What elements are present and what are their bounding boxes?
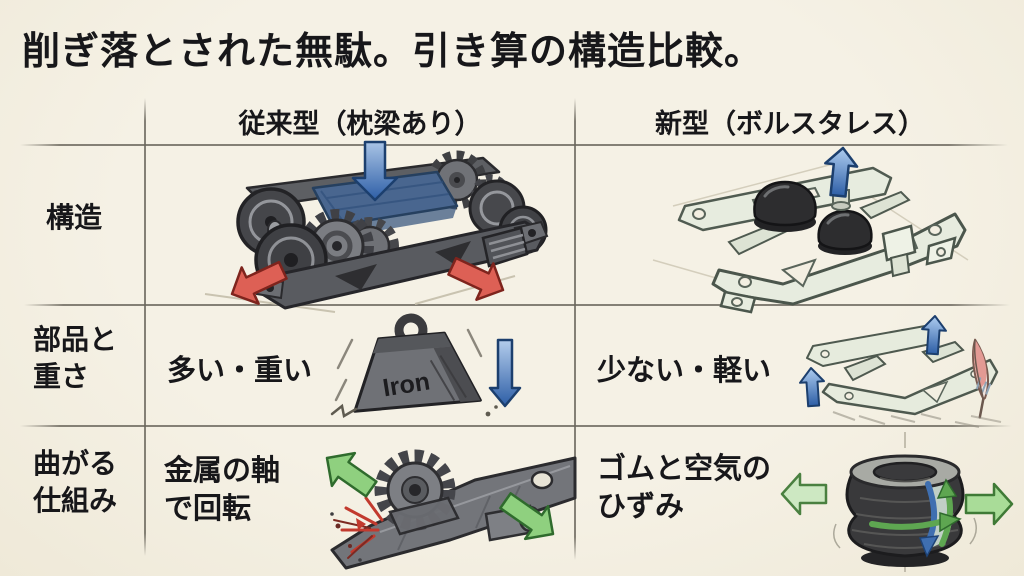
- cell-bend-new: ゴムと空気の ひずみ: [597, 453, 772, 524]
- iron-weight-illustration: Iron: [330, 313, 522, 418]
- green-arrow-right-icon: [964, 482, 1014, 526]
- cell-parts-new: 少ない・軽い: [597, 355, 772, 387]
- table-mid-rule-1: [24, 304, 1010, 306]
- sketch-strokes: [833, 517, 977, 549]
- green-cross-arrow: [869, 518, 947, 530]
- table-mid-rule-2: [20, 425, 1012, 427]
- feather-icon: [972, 338, 992, 419]
- row-label-structure: 構造: [46, 202, 103, 233]
- impact-mark: [330, 403, 358, 418]
- debris-dot: [494, 405, 498, 409]
- row-label-parts-weight: 部品と 重さ: [33, 324, 118, 392]
- red-arrow-out-right-icon: [447, 256, 505, 301]
- deformation-arrows: [869, 478, 962, 558]
- green-arrow-left-icon: [780, 472, 828, 516]
- rubber-air-spring-illustration: [780, 432, 1014, 572]
- cell-bend-conventional: 金属の軸 で回転: [164, 455, 281, 526]
- bolsterless-bogie-illustration: [652, 146, 969, 314]
- row-label-turning-mechanism: 曲がる 仕組み: [33, 448, 118, 516]
- table-top-rule: [20, 144, 1008, 146]
- down-arrow-icon: [351, 140, 399, 202]
- metal-axle-gear-illustration: [325, 449, 577, 570]
- cross-connector-right: [859, 190, 911, 220]
- weight-body: Iron: [353, 313, 482, 413]
- rubber-spring-rear: [753, 180, 817, 232]
- rubber-bushing-body: [845, 454, 965, 567]
- conventional-bogie-illustration: [204, 140, 549, 313]
- down-arrow-icon: [488, 338, 522, 408]
- green-arrow-down-right-icon: [499, 492, 555, 541]
- mini-frame: [806, 325, 999, 416]
- column-header-bolsterless: 新型（ボルスタレス）: [655, 109, 925, 139]
- debris-dot: [485, 411, 491, 417]
- up-arrow-icon: [799, 367, 825, 408]
- table-vertical-rule-right: [574, 98, 576, 560]
- motion-lines: [334, 328, 483, 402]
- table-vertical-rule-left: [144, 98, 146, 556]
- shadow-hatch: [832, 411, 980, 428]
- feather-shadow: [970, 415, 1002, 423]
- rubber-spring-front: [817, 209, 873, 255]
- friction-sparks: [330, 496, 384, 562]
- up-arrow-icon: [824, 146, 859, 198]
- column-header-conventional: 従来型（枕梁あり）: [238, 109, 482, 139]
- light-frame-feather-illustration: [799, 315, 1002, 428]
- coil-spring-box: [481, 226, 529, 268]
- red-arrow-out-left-icon: [230, 260, 288, 305]
- green-arrow-up-left-icon: [325, 451, 378, 498]
- cell-parts-conventional: 多い・重い: [167, 355, 313, 387]
- gear-on-axle: [374, 449, 460, 536]
- up-arrow-icon: [921, 315, 947, 356]
- center-bracket: [881, 224, 917, 278]
- page-title: 削ぎ落とされた無駄。引き算の構造比較。: [22, 31, 764, 73]
